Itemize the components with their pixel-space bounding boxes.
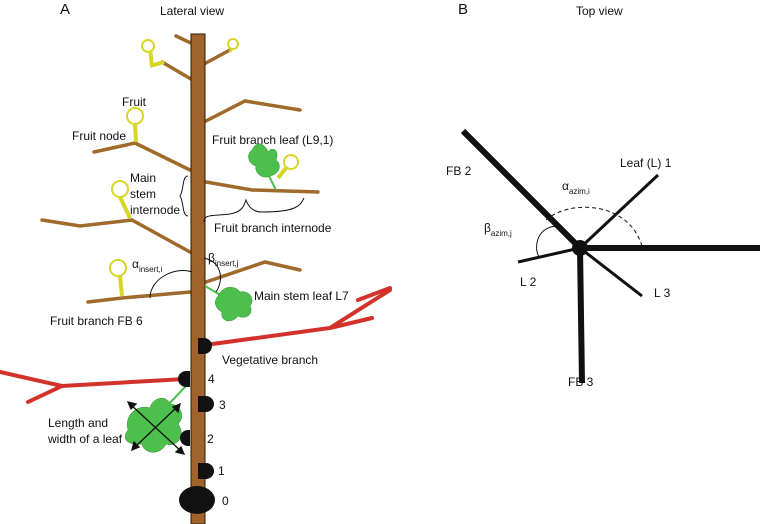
fb2-line xyxy=(460,128,583,251)
top-view-lines xyxy=(460,128,760,384)
fruit-fb8 xyxy=(126,107,144,143)
vegetative-branches xyxy=(0,286,392,404)
label-main-stem-1: Main xyxy=(130,171,156,185)
node-4 xyxy=(178,371,190,387)
leaf-l3-line xyxy=(579,246,643,298)
panel-a-letter: A xyxy=(60,1,70,18)
fb3-line xyxy=(577,247,585,384)
fruit-branch-leaf-l9 xyxy=(248,143,280,191)
main-stem xyxy=(190,33,206,524)
alpha-insert-arc xyxy=(149,270,193,299)
node-1 xyxy=(198,463,214,479)
fruit-branches xyxy=(40,34,320,304)
panel-a-title: Lateral view xyxy=(160,4,224,18)
leaf-l2-line xyxy=(517,246,581,264)
node-0 xyxy=(179,486,215,514)
label-beta-azim: βazim,j xyxy=(484,221,512,238)
beta-azim-arc xyxy=(536,225,557,259)
label-node-4: 4 xyxy=(208,372,215,386)
main-stem-leaf-l7 xyxy=(204,285,253,322)
label-fruit-branch-fb6: Fruit branch FB 6 xyxy=(50,314,143,328)
label-leaf-l1: Leaf (L) 1 xyxy=(620,156,672,170)
fruit-branch-fb9-right xyxy=(202,99,302,124)
top-view-center-node xyxy=(572,240,588,256)
nodes xyxy=(178,338,215,514)
label-l3: L 3 xyxy=(654,286,671,300)
label-node-0: 0 xyxy=(222,494,229,508)
fruit-top-left xyxy=(141,39,165,68)
internode-braces xyxy=(179,175,305,223)
vegetative-branch-upper-spur xyxy=(328,316,374,330)
beta-insert-arc xyxy=(203,257,221,293)
label-vegetative-branch: Vegetative branch xyxy=(222,353,318,367)
fruits xyxy=(109,38,299,297)
label-node-3: 3 xyxy=(219,398,226,412)
panel-b-letter: B xyxy=(458,1,468,18)
label-beta-insert: βinsert,j xyxy=(208,251,239,268)
leaf-l1-line xyxy=(578,173,660,250)
label-leaf-size-1: Length and xyxy=(48,416,108,430)
insertion-angle-arcs xyxy=(149,257,221,299)
label-fruit-branch-leaf: Fruit branch leaf (L9,1) xyxy=(212,133,333,147)
main-stem-internode-brace xyxy=(179,175,189,217)
node-2 xyxy=(180,430,190,446)
label-node-2: 2 xyxy=(207,432,214,446)
fruit-right-leaf-branch xyxy=(276,154,299,180)
vegetative-branch-upper-tip xyxy=(356,286,392,302)
fruit-branch-top-left xyxy=(174,34,195,46)
label-fb3: FB 3 xyxy=(568,375,594,389)
label-node-1: 1 xyxy=(218,464,225,478)
alpha-azim-arc xyxy=(545,206,643,247)
fruit-branch-fb6-left xyxy=(86,290,192,304)
fruit-top-right xyxy=(227,38,239,53)
fruit-branch-fb9-left xyxy=(160,60,198,84)
fruit-branch-internode-brace xyxy=(203,197,305,223)
vegetative-branch-lower xyxy=(0,370,187,389)
fruit-branch-fb7-right xyxy=(204,260,302,284)
panel-b-title: Top view xyxy=(576,4,623,18)
label-fb2: FB 2 xyxy=(446,164,472,178)
label-main-stem-3: internode xyxy=(130,203,180,217)
leaf-size-arrows xyxy=(126,401,186,455)
label-l2: L 2 xyxy=(520,275,537,289)
fruit-branch-fb8-left xyxy=(92,141,192,172)
fruit-fb7 xyxy=(111,180,132,219)
label-fruit: Fruit xyxy=(122,95,147,109)
label-main-stem-2: stem xyxy=(130,187,156,201)
node-3 xyxy=(198,396,214,412)
label-leaf-size-2: width of a leaf xyxy=(47,432,123,446)
label-alpha-azim: αazim,i xyxy=(562,179,590,196)
fruit-branch-fb7-left xyxy=(40,218,192,254)
label-alpha-insert: αinsert,i xyxy=(132,257,163,274)
label-main-stem-leaf: Main stem leaf L7 xyxy=(254,289,349,303)
fruit-fb6 xyxy=(109,259,127,297)
fruit-branch-fb8-right xyxy=(204,180,320,194)
label-fruit-node: Fruit node xyxy=(72,129,126,143)
fruit-branch-top-right xyxy=(202,48,232,66)
vegetative-branch-lower-spur xyxy=(26,384,64,404)
node-vegetative-upper xyxy=(198,338,212,354)
label-fruit-branch-internode: Fruit branch internode xyxy=(214,221,332,235)
